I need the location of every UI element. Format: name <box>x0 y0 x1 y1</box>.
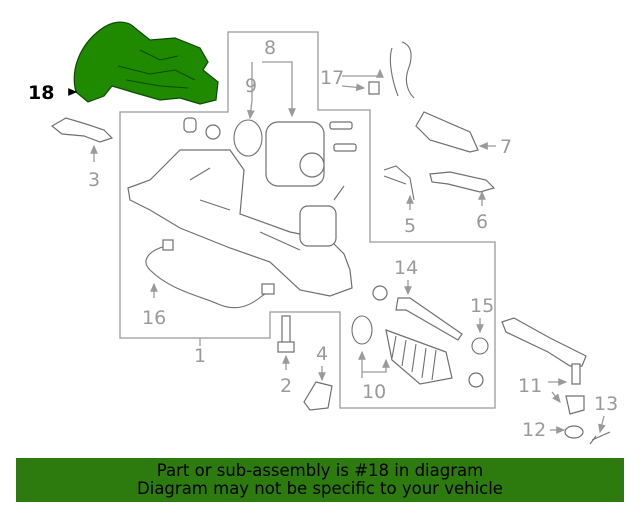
assembly-outline <box>119 31 496 409</box>
callout-5: 5 <box>404 215 416 237</box>
part-4[interactable] <box>303 381 333 411</box>
part-5[interactable] <box>383 165 415 201</box>
callout-15: 15 <box>470 295 494 317</box>
leader-lines <box>68 61 606 434</box>
callout-8: 8 <box>264 37 276 59</box>
part-9[interactable] <box>233 119 263 157</box>
callout-18: 18 <box>28 82 54 104</box>
part-7[interactable] <box>415 111 479 153</box>
callout-4: 4 <box>316 343 328 365</box>
info-banner: Part or sub-assembly is #18 in diagram D… <box>16 458 624 502</box>
part-15[interactable] <box>471 337 489 355</box>
callout-2: 2 <box>280 375 292 397</box>
part-12[interactable] <box>565 395 585 415</box>
part-8[interactable] <box>265 121 325 187</box>
part-18-highlighted[interactable] <box>73 21 219 105</box>
callout-12: 12 <box>522 419 546 441</box>
part-6[interactable] <box>429 171 496 193</box>
callout-14: 14 <box>394 257 418 279</box>
callout-10: 10 <box>362 381 386 403</box>
callout-13: 13 <box>594 393 618 415</box>
callout-9: 9 <box>245 75 257 97</box>
part-10[interactable] <box>351 315 484 388</box>
banner-line-1: Part or sub-assembly is #18 in diagram <box>156 461 484 480</box>
part-13[interactable] <box>589 431 611 445</box>
part-2[interactable] <box>277 315 295 353</box>
part-11[interactable] <box>501 317 587 367</box>
banner-line-2: Diagram may not be specific to your vehi… <box>137 479 503 498</box>
callout-3: 3 <box>88 169 100 191</box>
part-3[interactable] <box>50 117 114 143</box>
callout-1: 1 <box>194 345 206 367</box>
callout-16: 16 <box>142 307 166 329</box>
callout-11: 11 <box>518 375 542 397</box>
callout-6: 6 <box>476 211 488 233</box>
part-14[interactable] <box>395 297 463 341</box>
steering-gear-assembly[interactable] <box>127 149 353 297</box>
callout-17: 17 <box>320 67 344 89</box>
part-16[interactable] <box>145 245 271 309</box>
callout-7: 7 <box>500 136 512 158</box>
part-17[interactable] <box>389 41 415 99</box>
